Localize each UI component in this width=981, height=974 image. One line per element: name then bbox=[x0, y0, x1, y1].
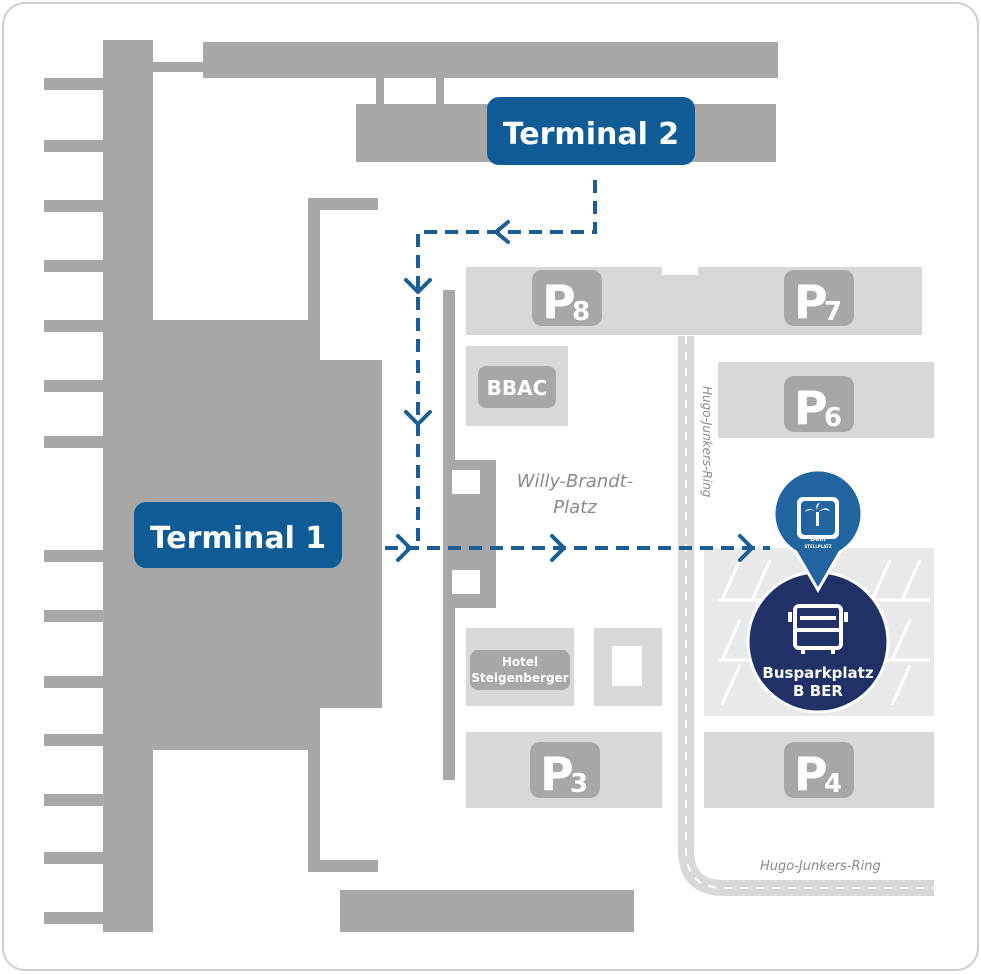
pin-logo-text: Dein bbox=[810, 536, 825, 543]
bbac-label: BBAC bbox=[478, 366, 556, 408]
svg-text:P: P bbox=[542, 275, 576, 329]
svg-text:BBAC: BBAC bbox=[487, 376, 548, 400]
svg-text:Steigenberger: Steigenberger bbox=[471, 671, 568, 685]
chevron-right-icon bbox=[550, 534, 566, 562]
chevron-right-icon bbox=[396, 534, 412, 562]
chevron-left-icon bbox=[494, 220, 510, 244]
parking-badge-p3[interactable]: P 3 bbox=[530, 742, 600, 801]
hugo-junkers-ring-horizontal-label: Hugo-Junkers-Ring bbox=[760, 859, 881, 874]
terminal-2-label[interactable]: Terminal 2 bbox=[487, 97, 695, 165]
p8-p7-gap bbox=[662, 275, 700, 335]
location-pin-icon[interactable]: Dein STELLPLATZ bbox=[772, 468, 864, 593]
terminal-1-label[interactable]: Terminal 1 bbox=[134, 502, 342, 568]
pin-logo-subtext: STELLPLATZ bbox=[804, 544, 831, 549]
svg-text:4: 4 bbox=[824, 769, 842, 799]
svg-text:P: P bbox=[794, 381, 828, 435]
svg-text:Busparkplatz: Busparkplatz bbox=[762, 664, 873, 682]
bus-parking-marker[interactable]: Busparkplatz B BER bbox=[746, 570, 890, 714]
chevron-right-icon bbox=[738, 534, 754, 562]
svg-text:3: 3 bbox=[570, 769, 588, 799]
svg-text:8: 8 bbox=[572, 297, 590, 327]
svg-text:7: 7 bbox=[824, 297, 842, 327]
bus-icon bbox=[788, 604, 848, 654]
route-arrows bbox=[396, 220, 754, 562]
small-lot-inner bbox=[612, 646, 642, 686]
svg-text:6: 6 bbox=[824, 403, 842, 433]
chevron-down-icon bbox=[404, 278, 432, 294]
svg-text:P: P bbox=[540, 747, 574, 801]
chevron-down-icon bbox=[404, 410, 432, 426]
terminal-2-building bbox=[203, 42, 778, 162]
station-building bbox=[443, 290, 496, 780]
svg-text:Terminal 1: Terminal 1 bbox=[150, 521, 326, 556]
svg-text:B BER: B BER bbox=[793, 682, 843, 700]
walking-route bbox=[385, 180, 770, 550]
parking-badge-p4[interactable]: P 4 bbox=[784, 742, 854, 801]
parking-badge-p8[interactable]: P 8 bbox=[532, 270, 602, 329]
parking-badge-p6[interactable]: P 6 bbox=[784, 376, 854, 435]
parking-badge-p7[interactable]: P 7 bbox=[784, 270, 854, 329]
willy-brandt-platz-label: Willy-Brandt- bbox=[517, 471, 633, 492]
svg-text:Hotel: Hotel bbox=[502, 655, 538, 669]
svg-text:Terminal 2: Terminal 2 bbox=[503, 117, 679, 152]
willy-brandt-platz-label-2: Platz bbox=[553, 497, 597, 518]
svg-text:P: P bbox=[794, 747, 828, 801]
hugo-junkers-ring-vertical-label: Hugo-Junkers-Ring bbox=[700, 386, 714, 498]
hotel-label: Hotel Steigenberger bbox=[470, 650, 570, 690]
svg-text:P: P bbox=[794, 275, 828, 329]
hugo-junkers-ring-road bbox=[678, 336, 934, 896]
palm-tree-icon bbox=[805, 503, 830, 526]
